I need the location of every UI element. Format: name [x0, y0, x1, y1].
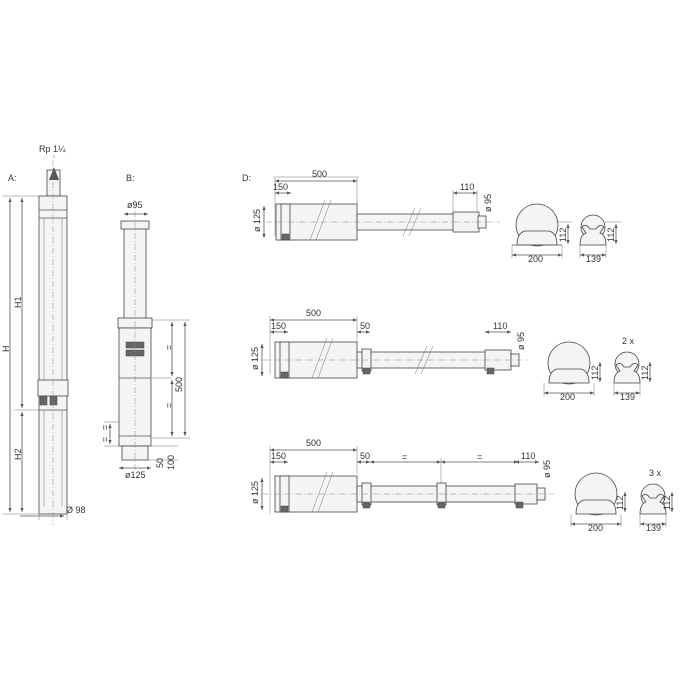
dim-139: 139: [646, 523, 661, 533]
multiplier-label: 3 x: [649, 468, 662, 478]
horizontal-assembly-2-brackets: 500 150 50 110 ø 125 ø 95 200 112 2 x: [250, 308, 652, 402]
h2-dimension: H2: [13, 448, 23, 460]
diameter-95: ø 95: [483, 194, 493, 212]
diameter-95: ø 95: [516, 332, 526, 350]
dim-100-label: 100: [166, 455, 176, 470]
dim-150: 150: [271, 451, 286, 461]
equal-marker: =: [100, 425, 110, 430]
equal-marker: =: [477, 452, 482, 462]
dim-112: 112: [590, 366, 600, 380]
dim-500-label: 500: [174, 377, 184, 392]
view-b-label: B:: [126, 173, 135, 183]
dim-139: 139: [620, 392, 635, 402]
equal-marker: =: [402, 452, 407, 462]
dim-200: 200: [560, 392, 575, 402]
inlet-slot: [39, 395, 48, 406]
dim-112: 112: [558, 228, 568, 242]
flow-arrow-icon: [49, 167, 59, 180]
equal-marker: =: [100, 437, 110, 442]
dim-110: 110: [521, 451, 535, 461]
diameter-125: ø 125: [252, 209, 262, 232]
dim-112: 112: [606, 228, 616, 242]
dim-139: 139: [586, 254, 601, 264]
dim-112: 112: [640, 366, 650, 380]
h-dimension: H: [1, 346, 11, 353]
view-b-pump-with-jacket: B: ø95 = = 500 = = 50 100 ø12: [100, 173, 190, 480]
dim-110: 110: [493, 321, 507, 331]
rp-connection-label: Rp 1¼: [39, 144, 66, 154]
view-a-pump: A: Rp 1¼ H H1 H2 Ø 98: [1, 144, 86, 525]
inlet-slot: [49, 395, 58, 406]
dim-200: 200: [528, 254, 543, 264]
dim-112: 112: [662, 496, 672, 510]
dim-110: 110: [460, 182, 474, 192]
horizontal-assembly-1-bracket: 500 150 110 ø 125 ø 95 200: [252, 169, 622, 264]
h1-dimension: H1: [13, 296, 23, 308]
dim-112: 112: [615, 496, 625, 510]
dim-500: 500: [312, 169, 327, 179]
dim-500: 500: [306, 438, 321, 448]
diameter-125: ø 125: [250, 347, 260, 370]
dim-50-label: 50: [155, 458, 165, 468]
equal-marker: =: [164, 403, 174, 408]
diameter-125-label: ø125: [125, 470, 146, 480]
dim-50: 50: [360, 321, 370, 331]
dim-200: 200: [588, 523, 603, 533]
diameter-98-label: Ø 98: [66, 505, 86, 515]
diameter-125: ø 125: [250, 481, 260, 504]
dim-150: 150: [271, 321, 286, 331]
view-d-label: D:: [242, 173, 251, 183]
diameter-95: ø 95: [542, 460, 552, 478]
horizontal-assembly-3-brackets: 500 150 50 = = 110 ø 125 ø 95: [250, 438, 674, 533]
equal-marker: =: [164, 345, 174, 350]
view-a-label: A:: [8, 173, 17, 183]
multiplier-label: 2 x: [622, 336, 635, 346]
dim-500: 500: [306, 308, 321, 318]
dim-150: 150: [273, 182, 288, 192]
dim-50: 50: [360, 451, 370, 461]
